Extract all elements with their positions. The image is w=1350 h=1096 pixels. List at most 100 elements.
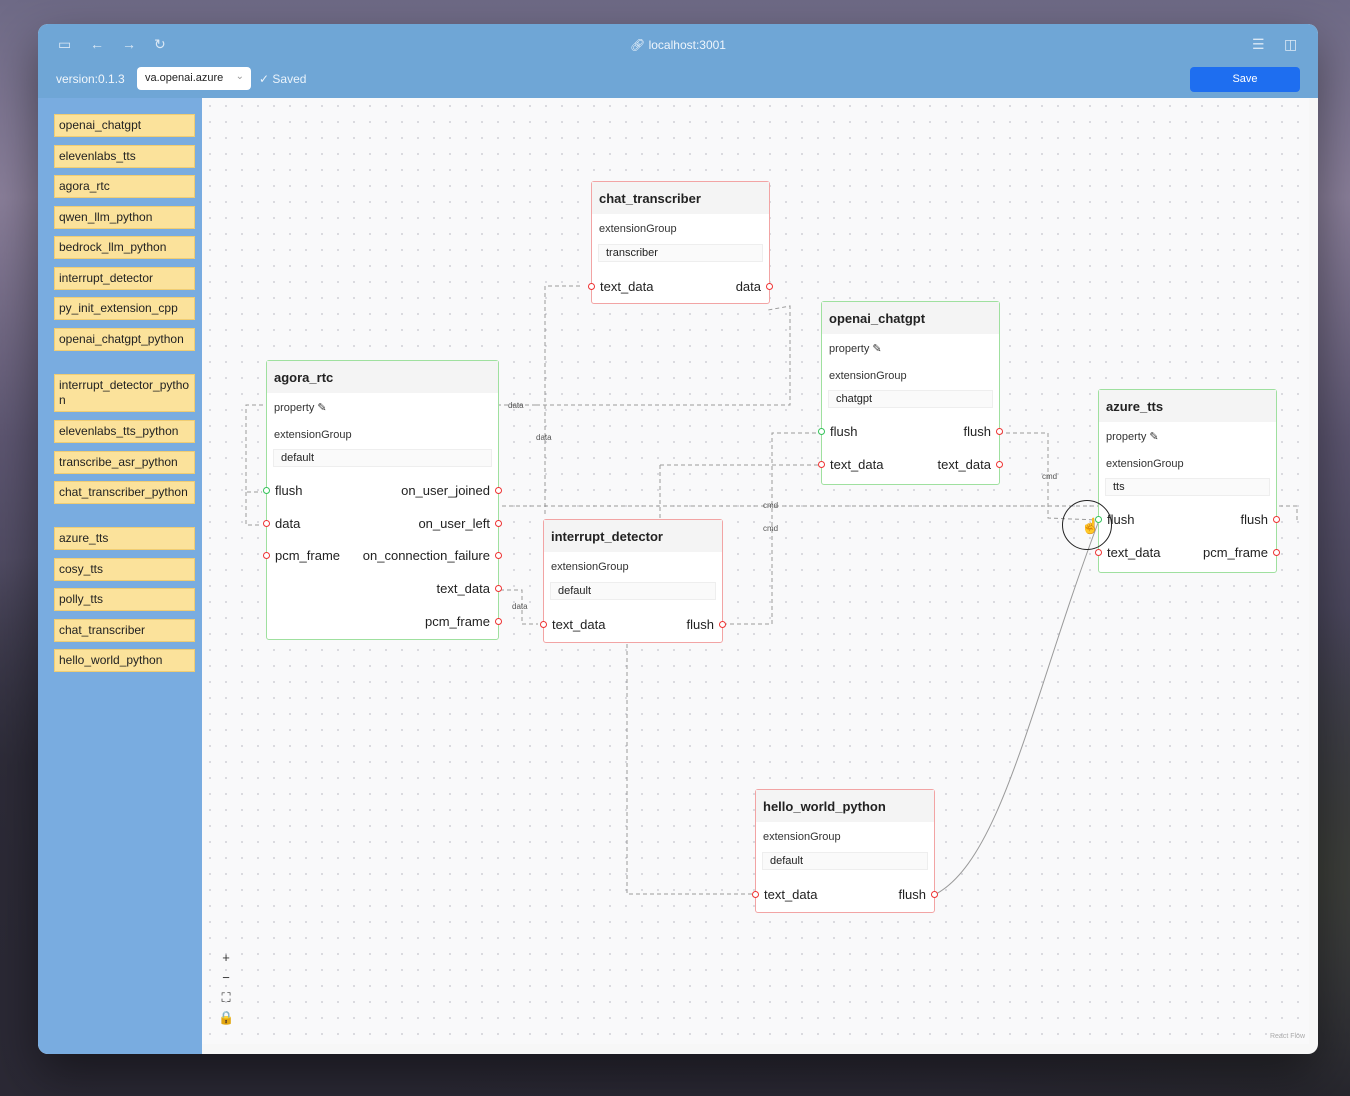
- extension-group-label: extensionGroup: [763, 831, 841, 843]
- property-row[interactable]: property ✎: [274, 401, 327, 414]
- property-label: property: [274, 402, 315, 414]
- save-button[interactable]: Save: [1190, 67, 1300, 92]
- edge-agora-to-openai-property: [536, 305, 791, 406]
- output-handle-flush[interactable]: [719, 621, 726, 628]
- input-handle-text-data[interactable]: [588, 283, 595, 290]
- sidebar-item-elevenlabs-tts-python[interactable]: elevenlabs_tts_python: [54, 420, 195, 443]
- output-handle-text-data[interactable]: [495, 585, 502, 592]
- sidebar-item-cosy-tts[interactable]: cosy_tts: [54, 558, 195, 581]
- input-handle-data[interactable]: [263, 520, 270, 527]
- output-handle-pcm-frame[interactable]: [1273, 549, 1280, 556]
- fit-view-button[interactable]: ⛶: [221, 990, 231, 1005]
- sidebar-item-transcribe-asr-python[interactable]: transcribe_asr_python: [54, 451, 195, 474]
- address-bar[interactable]: 🔗︎ localhost:3001: [38, 38, 1318, 52]
- node-chat-transcriber[interactable]: chat_transcriber extensionGroup transcri…: [588, 181, 773, 304]
- extension-group-value[interactable]: default: [273, 449, 492, 467]
- input-handle-text-data[interactable]: [1095, 549, 1102, 556]
- port-flush-in: flush: [275, 483, 303, 498]
- browser-titlebar: ▭ ← → ↻ 🔗︎ localhost:3001 ☰ ◫: [38, 24, 1318, 68]
- sidebar-item-elevenlabs-tts[interactable]: elevenlabs_tts: [54, 145, 195, 168]
- output-handle-text-data[interactable]: [996, 461, 1003, 468]
- node-hello-world-python[interactable]: hello_world_python extensionGroup defaul…: [752, 789, 938, 913]
- node-agora-rtc[interactable]: agora_rtc property ✎ extensionGroup defa…: [263, 360, 502, 640]
- property-row[interactable]: property ✎: [829, 342, 882, 355]
- forward-arrow-icon[interactable]: →: [122, 36, 136, 52]
- input-handle-pcm-frame[interactable]: [263, 552, 270, 559]
- node-azure-tts[interactable]: azure_tts property ✎ extensionGroup tts …: [1095, 389, 1280, 573]
- graph-select-value: va.openai.azure: [145, 72, 224, 84]
- output-handle-on-user-left[interactable]: [495, 520, 502, 527]
- lock-icon[interactable]: 🔒: [218, 1010, 235, 1025]
- back-arrow-icon[interactable]: ←: [90, 36, 104, 52]
- port-text-data-out: text_data: [436, 581, 491, 596]
- hand-cursor-icon: ☝: [1081, 518, 1100, 535]
- sidebar-item-azure-tts[interactable]: azure_tts: [54, 527, 195, 550]
- input-handle-text-data[interactable]: [818, 461, 825, 468]
- port-flush-in: flush: [830, 424, 858, 439]
- react-flow-attribution[interactable]: React Flow: [1269, 1033, 1305, 1040]
- output-handle-flush[interactable]: [996, 428, 1003, 435]
- port-pcm-frame-in: pcm_frame: [275, 548, 341, 563]
- extension-group-value[interactable]: chatgpt: [828, 390, 993, 408]
- pencil-icon[interactable]: ✎: [317, 402, 327, 414]
- output-handle-data[interactable]: [766, 283, 773, 290]
- sidebar-item-qwen-llm-python[interactable]: qwen_llm_python: [54, 206, 195, 229]
- sidebar-item-agora-rtc[interactable]: agora_rtc: [54, 175, 195, 198]
- pencil-icon[interactable]: ✎: [872, 343, 882, 355]
- port-on-user-joined: on_user_joined: [401, 483, 490, 498]
- port-text-data: text_data: [600, 279, 654, 294]
- input-handle-flush[interactable]: [263, 487, 270, 494]
- sidebar-item-hello-world-python[interactable]: hello_world_python: [54, 649, 195, 672]
- output-handle-flush[interactable]: [1273, 516, 1280, 523]
- edge-hello-flush-to-tts: [935, 522, 1099, 895]
- extension-group-value[interactable]: default: [762, 852, 928, 870]
- input-handle-flush[interactable]: [818, 428, 825, 435]
- edge-label-cmd-2: cmd: [763, 524, 778, 533]
- extension-group-label: extensionGroup: [829, 370, 907, 382]
- zoom-in-button[interactable]: +: [222, 950, 230, 965]
- sidebar-item-openai-chatgpt[interactable]: openai_chatgpt: [54, 114, 195, 137]
- sidebar-item-chat-transcriber[interactable]: chat_transcriber: [54, 619, 195, 642]
- graph-select[interactable]: va.openai.azure ⌄: [137, 67, 251, 90]
- extension-group-label: extensionGroup: [1106, 458, 1184, 470]
- sidebar-item-openai-chatgpt-python[interactable]: openai_chatgpt_python: [54, 328, 195, 351]
- input-handle-text-data[interactable]: [752, 891, 759, 898]
- sidebar-item-polly-tts[interactable]: polly_tts: [54, 588, 195, 611]
- edge-to-openai-text: [659, 464, 818, 518]
- output-handle-on-user-joined[interactable]: [495, 487, 502, 494]
- node-openai-chatgpt[interactable]: openai_chatgpt property ✎ extensionGroup…: [818, 301, 1003, 485]
- node-title: openai_chatgpt: [822, 302, 999, 334]
- port-text-data-in: text_data: [1107, 545, 1161, 560]
- sidebar-item-interrupt-detector-python[interactable]: interrupt_detector_python: [54, 374, 195, 412]
- edge-cmd-horizontal: [502, 505, 1298, 521]
- edge-label-data-1: data: [508, 401, 524, 410]
- zoom-out-button[interactable]: −: [222, 970, 230, 985]
- sidebar-item-interrupt-detector[interactable]: interrupt_detector: [54, 267, 195, 290]
- sidebar-item-bedrock-llm-python[interactable]: bedrock_llm_python: [54, 236, 195, 259]
- pencil-icon[interactable]: ✎: [1149, 431, 1159, 443]
- output-handle-flush[interactable]: [931, 891, 938, 898]
- flow-canvas[interactable]: data data data cmd cmd cmd chat_transcri…: [202, 98, 1309, 1044]
- browser-window: ▭ ← → ↻ 🔗︎ localhost:3001 ☰ ◫ version:0.…: [38, 24, 1318, 1054]
- output-handle-pcm-frame[interactable]: [495, 618, 502, 625]
- edge-interrupt-to-hello: [626, 644, 754, 895]
- output-handle-on-connection-failure[interactable]: [495, 552, 502, 559]
- extension-sidebar: openai_chatgpt elevenlabs_tts agora_rtc …: [38, 98, 202, 1054]
- extension-group-value[interactable]: transcriber: [598, 244, 763, 262]
- split-view-icon[interactable]: ◫: [1284, 36, 1298, 52]
- property-row[interactable]: property ✎: [1106, 430, 1159, 443]
- sidebar-item-py-init-extension-cpp[interactable]: py_init_extension_cpp: [54, 297, 195, 320]
- edge-agora-to-data: [245, 492, 262, 526]
- reader-icon[interactable]: ☰: [1252, 36, 1265, 52]
- input-handle-text-data[interactable]: [540, 621, 547, 628]
- extension-group-value[interactable]: default: [550, 582, 716, 600]
- edge-label-data-2: data: [536, 433, 552, 442]
- sidebar-item-chat-transcriber-python[interactable]: chat_transcriber_python: [54, 481, 195, 504]
- extension-group-value[interactable]: tts: [1105, 478, 1270, 496]
- node-title: hello_world_python: [756, 790, 934, 822]
- extension-group-label: extensionGroup: [551, 561, 629, 573]
- reload-icon[interactable]: ↻: [154, 36, 166, 52]
- sidebar-toggle-icon[interactable]: ▭: [58, 36, 72, 52]
- node-interrupt-detector[interactable]: interrupt_detector extensionGroup defaul…: [540, 519, 726, 643]
- port-flush-out: flush: [1240, 512, 1268, 527]
